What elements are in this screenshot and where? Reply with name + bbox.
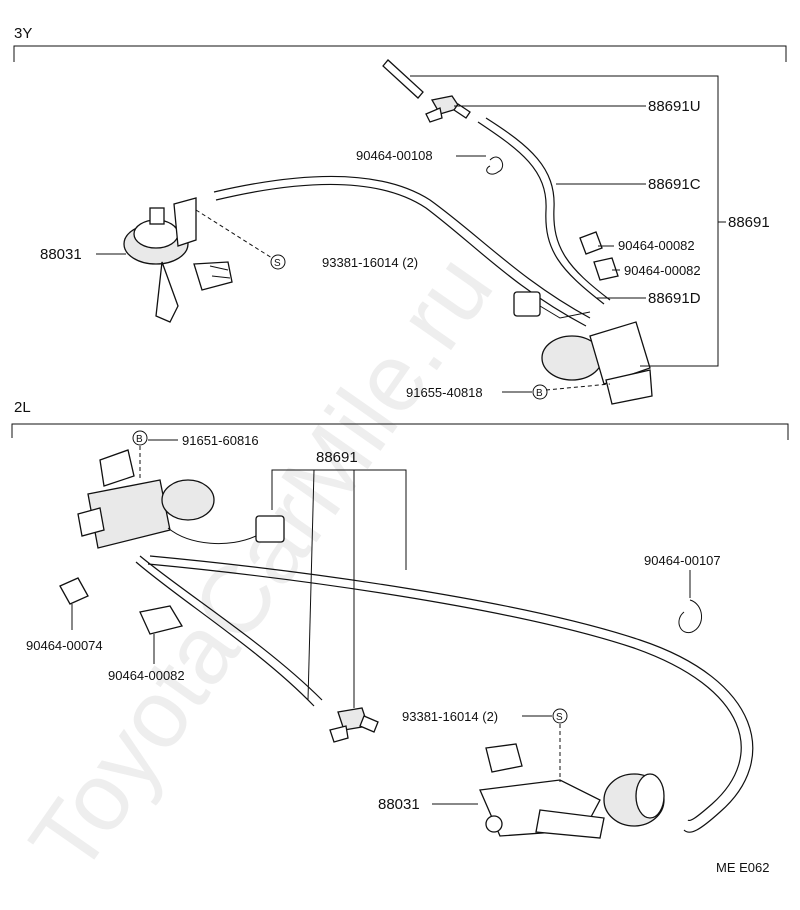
label-clip-00082-bottom: 90464-00082 [108, 668, 185, 683]
screw-symbol-top-text: S [274, 258, 281, 269]
section-bracket-2l [11, 423, 789, 440]
label-clamp-00108: 90464-00108 [356, 148, 433, 163]
hose-88691c [477, 121, 605, 305]
label-clip-00082-a: 90464-00082 [618, 238, 695, 253]
label-clip-00082-b: 90464-00082 [624, 263, 701, 278]
actuator-88031-top [123, 197, 233, 323]
section-label-2l: 2L [14, 399, 31, 416]
label-screw-bottom: 93381-16014 (2) [402, 709, 498, 724]
label-88691u: 88691U [648, 98, 701, 115]
hose-bottom-long [149, 555, 754, 833]
leader-88691-bottom-a [307, 469, 315, 701]
bracket-88691 [410, 75, 719, 367]
clip-00082-b-icon [593, 257, 619, 281]
bolt-symbol-top-text: B [536, 388, 543, 399]
clip-00082-bottom-icon [139, 605, 184, 635]
drawing-code: ME E062 [716, 860, 769, 875]
screw-symbol-bottom [552, 708, 568, 724]
vsv-top [513, 291, 653, 405]
label-screw-top: 93381-16014 (2) [322, 255, 418, 270]
hose-long-top-edge [215, 183, 587, 327]
t-connector-top [425, 95, 471, 123]
vsv-bottom [77, 449, 285, 549]
hose-bottom-long-edge [147, 563, 742, 822]
hose-bottom-left [135, 561, 315, 707]
hose-long-top [213, 175, 591, 319]
label-clip-00074: 90464-00074 [26, 638, 103, 653]
clip-00074-icon [59, 577, 89, 605]
label-actuator-top: 88031 [40, 246, 82, 263]
label-88691d: 88691D [648, 290, 701, 307]
label-88691c: 88691C [648, 176, 701, 193]
hose-bottom-left-edge [139, 555, 323, 701]
t-connector-bottom [329, 707, 379, 743]
clamp-00107-icon [678, 599, 702, 634]
bolt-symbol-bottom-text: B [136, 434, 143, 445]
hose-88691c-edge [485, 117, 611, 301]
label-88691-bottom: 88691 [316, 449, 358, 466]
watermark: ToyotaCarMile.ru [10, 236, 514, 892]
bolt-symbol-top [532, 384, 548, 400]
label-actuator-bottom: 88031 [378, 796, 420, 813]
label-clamp-00107: 90464-00107 [644, 553, 721, 568]
section-label-3y: 3Y [14, 25, 32, 42]
bolt-symbol-bottom [132, 430, 148, 446]
label-bolt-top: 91655-40818 [406, 385, 483, 400]
clamp-00108-icon [486, 156, 503, 175]
section-bracket-3y [13, 45, 787, 62]
label-88691: 88691 [728, 214, 770, 231]
leader-bolt-dash [545, 383, 611, 391]
screw-symbol-bottom-text: S [556, 712, 563, 723]
clip-00082-a-icon [579, 231, 603, 255]
actuator-88031-bottom [479, 743, 665, 839]
hose-upper-short [382, 59, 424, 99]
screw-symbol-top [270, 254, 286, 270]
label-bolt-bottom: 91651-60816 [182, 433, 259, 448]
bracket-88691-bottom [271, 469, 407, 570]
leader-screw-top [195, 209, 273, 259]
